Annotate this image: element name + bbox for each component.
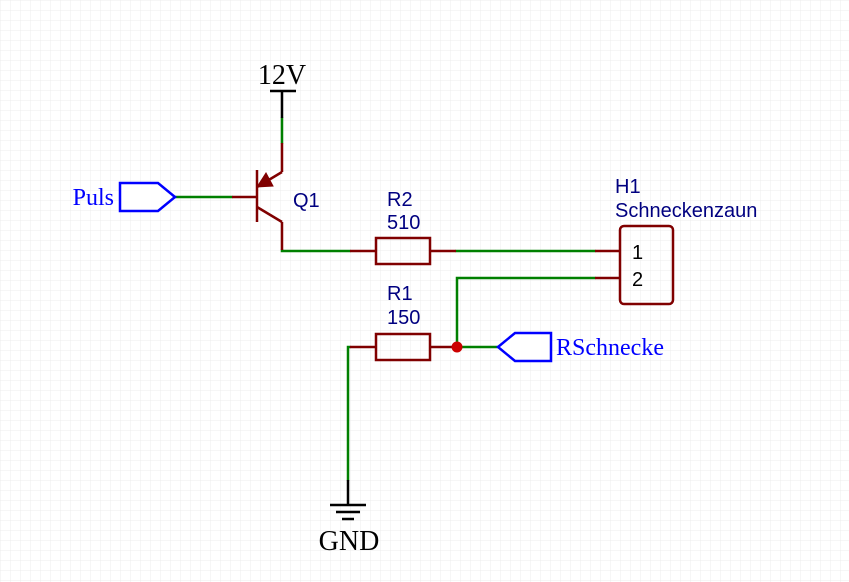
- emitter-arrow-icon: [256, 172, 274, 188]
- r2-value-label: 510: [387, 212, 420, 234]
- wire-h1pin2-node[interactable]: [455, 276, 597, 349]
- port-rschnecke[interactable]: RSchnecke: [496, 331, 664, 363]
- transistor-q1[interactable]: Q1: [232, 143, 320, 250]
- junction-dot: [451, 341, 463, 353]
- connector-h1[interactable]: 1 2 H1 Schneckenzaun: [595, 176, 757, 306]
- resistor-r2[interactable]: R2 510: [350, 189, 456, 266]
- port-flag-icon: [496, 331, 553, 363]
- h1-name-label: Schneckenzaun: [615, 200, 757, 222]
- vcc-label: 12V: [258, 60, 306, 91]
- port-rschnecke-label: RSchnecke: [556, 335, 664, 361]
- vcc-symbol[interactable]: 12V: [258, 60, 306, 118]
- port-puls[interactable]: Puls: [73, 181, 177, 213]
- r1-value-label: 150: [387, 307, 420, 329]
- wire-r1-gnd[interactable]: [346, 345, 352, 482]
- gnd-symbol[interactable]: GND: [319, 480, 380, 557]
- gnd-label: GND: [319, 526, 380, 557]
- wires: [173, 116, 597, 482]
- port-puls-label: Puls: [73, 185, 114, 211]
- h1-pin-1-label: 1: [632, 242, 643, 264]
- resistor-r1[interactable]: R1 150: [350, 283, 456, 362]
- r2-ref-label: R2: [387, 189, 413, 211]
- r1-ref-label: R1: [387, 283, 413, 305]
- h1-pin-2-label: 2: [632, 269, 643, 291]
- port-flag-icon: [118, 181, 177, 213]
- wire-emitter-r2[interactable]: [280, 248, 352, 253]
- q1-ref-label: Q1: [293, 190, 320, 212]
- h1-ref-label: H1: [615, 176, 641, 198]
